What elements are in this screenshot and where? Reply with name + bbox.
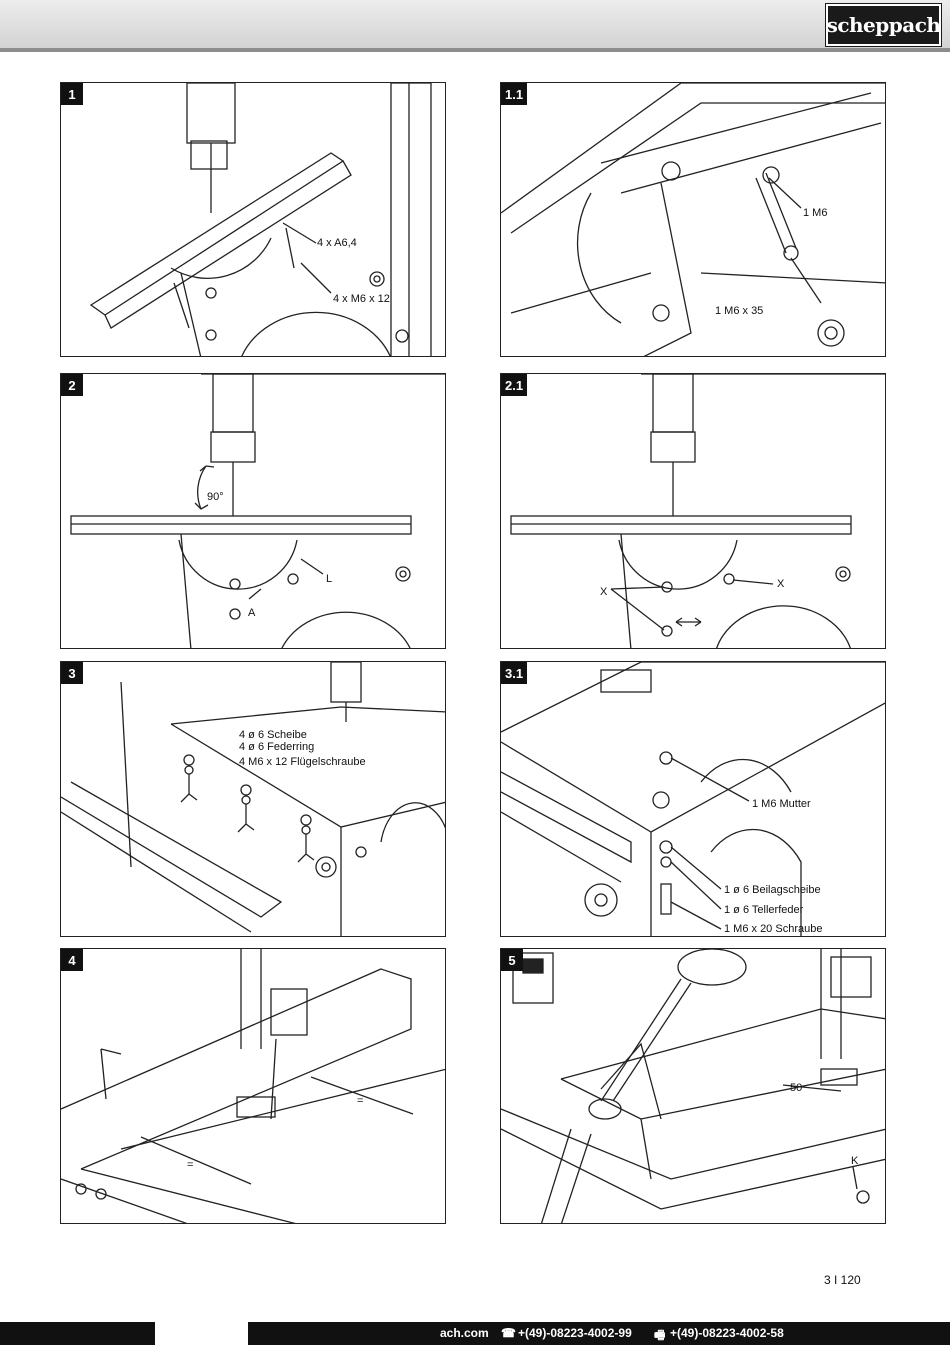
- figure-number: 1.1: [501, 83, 528, 105]
- callout-label: 1 M6 x 35: [715, 305, 764, 317]
- footer-fax: +(49)-08223-4002-58: [670, 1326, 784, 1340]
- callout-label: X: [777, 578, 785, 590]
- dimension-label: 50: [790, 1082, 803, 1094]
- angle-label: 90°: [207, 491, 224, 503]
- footer-website[interactable]: ach.com: [440, 1326, 489, 1340]
- figure-panel-2: 2 90° L A: [60, 373, 446, 649]
- callout-label: 4 x A6,4: [317, 237, 357, 249]
- page-footer: ach.com ☎ +(49)-08223-4002-99 🖷 +(49)-08…: [0, 1322, 950, 1345]
- callout-label: 1 M6 Mutter: [752, 798, 811, 810]
- callout-label: X: [600, 586, 608, 598]
- figure-4-drawing: [61, 949, 445, 1223]
- figure-panel-1: 1 4 x A6,4 4 x M6 x 12: [60, 82, 446, 357]
- figure-number: 2: [61, 374, 83, 396]
- page-header: scheppach: [0, 0, 950, 52]
- callout-label: A: [248, 607, 256, 619]
- dimension-label: =: [187, 1159, 194, 1171]
- callout-label: 4 x M6 x 12: [333, 293, 390, 305]
- figure-panel-5: 5 50 K: [500, 948, 886, 1224]
- figure-panel-3: 3 4 ø 6 Scheibe 4 ø 6 Federring 4 M6 x 1…: [60, 661, 446, 937]
- figure-5-drawing: [501, 949, 885, 1223]
- figure-number: 3.1: [501, 662, 528, 684]
- figure-3-drawing: [61, 662, 445, 936]
- figure-number: 2.1: [501, 374, 528, 396]
- figure-3-1-drawing: [501, 662, 885, 936]
- figure-panel-4: 4 = =: [60, 948, 446, 1224]
- callout-label: 4 ø 6 Scheibe: [239, 729, 307, 741]
- scheppach-logo: scheppach: [825, 3, 942, 47]
- callout-label: 1 M6: [803, 207, 828, 219]
- figure-2-drawing: [70, 374, 445, 648]
- footer-phone: +(49)-08223-4002-99: [518, 1326, 632, 1340]
- callout-label: 1 M6 x 20 Schraube: [724, 923, 823, 935]
- figure-number: 4: [61, 949, 83, 971]
- fax-icon: 🖷: [654, 1328, 666, 1342]
- figure-panel-3-1: 3.1 1 M6 Mutter 1 ø 6 Beilagscheibe 1 ø …: [500, 661, 886, 937]
- callout-label: 1 ø 6 Beilagscheibe: [724, 884, 821, 896]
- figure-number: 1: [61, 83, 83, 105]
- phone-icon: ☎: [501, 1326, 516, 1340]
- page-number: 3 I 120: [824, 1273, 861, 1287]
- figure-1-drawing: [89, 83, 432, 356]
- figure-number: 3: [61, 662, 83, 684]
- callout-label: 4 M6 x 12 Flügelschraube: [239, 756, 366, 768]
- figure-number: 5: [501, 949, 523, 971]
- callout-label: K: [851, 1155, 859, 1167]
- figure-panel-1-1: 1.1 1 M6 1 M6 x 35: [500, 82, 886, 357]
- callout-label: L: [326, 573, 333, 585]
- figure-1-1-drawing: [501, 83, 885, 356]
- figure-2-1-drawing: [510, 374, 885, 648]
- dimension-label: =: [357, 1095, 364, 1107]
- figure-panel-2-1: 2.1 X X: [500, 373, 886, 649]
- footer-divider: [155, 1322, 248, 1345]
- callout-label: 1 ø 6 Tellerfeder: [724, 904, 804, 916]
- callout-label: 4 ø 6 Federring: [239, 741, 315, 753]
